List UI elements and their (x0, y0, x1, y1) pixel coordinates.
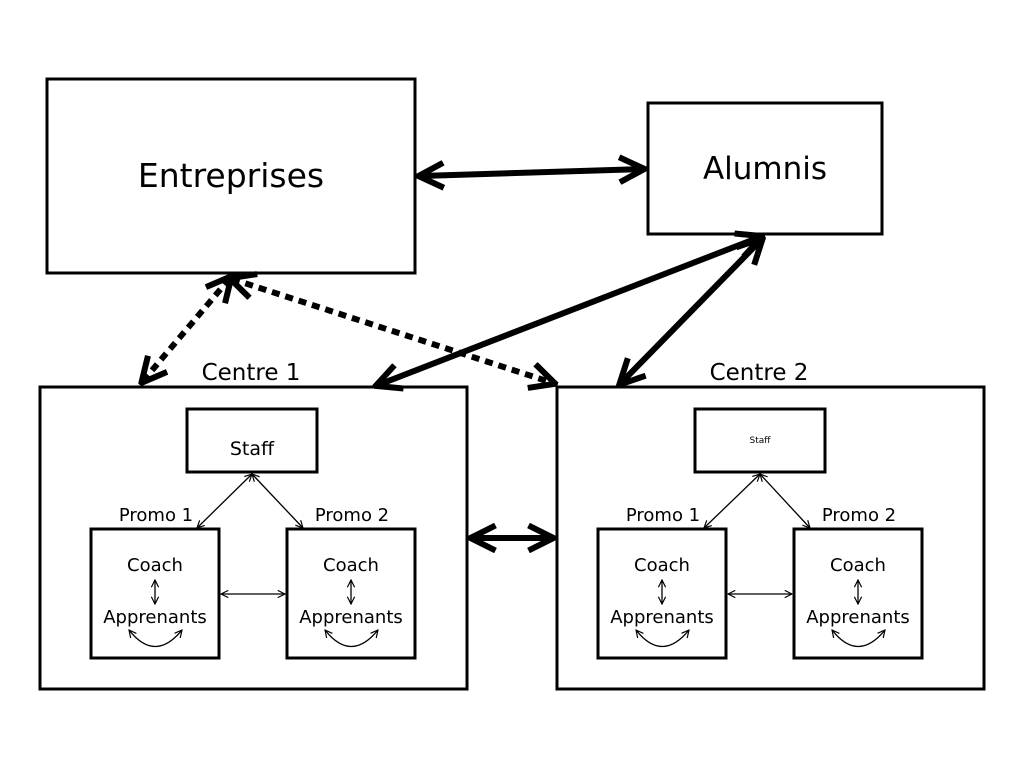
centre-1-promo-1-node: Coach Apprenants (89, 527, 221, 660)
centre-1-staff-promo-1-arrow (197, 474, 252, 528)
centre-2-promo-2-title: Promo 2 (822, 505, 896, 526)
centre-2-staff-label: Staff (750, 436, 772, 446)
centre-1-promo-1-learners: Apprenants (103, 607, 207, 628)
centre-1-staff-label: Staff (230, 438, 275, 460)
centre-2-promo-1-node: Coach Apprenants (596, 527, 728, 660)
centre-1-staff-node: Staff (185, 407, 319, 474)
centre-2-staff-node: Staff (693, 407, 827, 474)
centre-1-promo-2-learners: Apprenants (299, 607, 403, 628)
entreprises-centre-2-dotted-arrow (232, 279, 553, 383)
entreprises-alumnis-arrow (421, 169, 642, 176)
alumnis-label: Alumnis (703, 151, 827, 187)
centre-2-title: Centre 2 (710, 360, 809, 386)
centre-1-promo-2-title: Promo 2 (315, 505, 389, 526)
centre-2-promo-1-learners: Apprenants (610, 607, 714, 628)
centre-1-promo-2-node: Coach Apprenants (285, 527, 417, 660)
centre-1-staff-promo-2-arrow (252, 474, 303, 528)
entreprises-centre-1-dotted-arrow (143, 278, 230, 381)
centre-1-node: Centre 1 Staff Promo 1 Promo 2 Coach App… (38, 360, 469, 691)
centre-1-promo-1-title: Promo 1 (119, 505, 193, 526)
centre-2-promo-2-peer-arrow (832, 630, 885, 647)
centre-1-promo-1-coach: Coach (127, 555, 183, 576)
centre-2-staff-promo-2-arrow (760, 474, 810, 528)
centre-1-promo-1-peer-arrow (129, 630, 182, 647)
centre-2-promo-2-learners: Apprenants (806, 607, 910, 628)
centre-2-staff-promo-1-arrow (704, 474, 760, 528)
centre-2-promo-1-peer-arrow (636, 630, 689, 647)
entreprises-node: Entreprises (45, 77, 417, 275)
centre-1-promo-2-coach: Coach (323, 555, 379, 576)
centre-1-promo-2-peer-arrow (325, 630, 378, 647)
centre-2-promo-2-coach: Coach (830, 555, 886, 576)
centre-2-promo-1-coach: Coach (634, 555, 690, 576)
centre-2-promo-2-node: Coach Apprenants (792, 527, 924, 660)
alumnis-node: Alumnis (646, 101, 884, 236)
entreprises-label: Entreprises (138, 156, 324, 195)
alumnis-centre-1-arrow (378, 237, 760, 385)
centre-1-title: Centre 1 (202, 360, 301, 386)
alumnis-centre-2-arrow (621, 240, 761, 383)
centre-2-promo-1-title: Promo 1 (626, 505, 700, 526)
centre-2-node: Centre 2 Staff Promo 1 Promo 2 Coach App… (555, 360, 986, 691)
